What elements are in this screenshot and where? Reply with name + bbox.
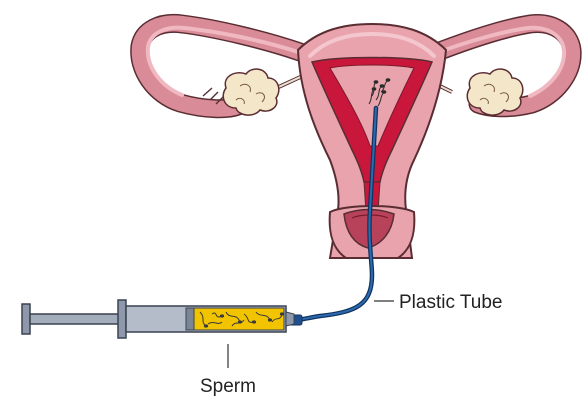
uterus-illustration xyxy=(140,23,572,258)
sperm-label: Sperm xyxy=(200,377,256,396)
plastic-tube-label: Plastic Tube xyxy=(399,293,503,312)
syringe-illustration xyxy=(22,300,294,338)
left-ovary xyxy=(223,69,279,115)
right-ovary xyxy=(467,69,523,115)
